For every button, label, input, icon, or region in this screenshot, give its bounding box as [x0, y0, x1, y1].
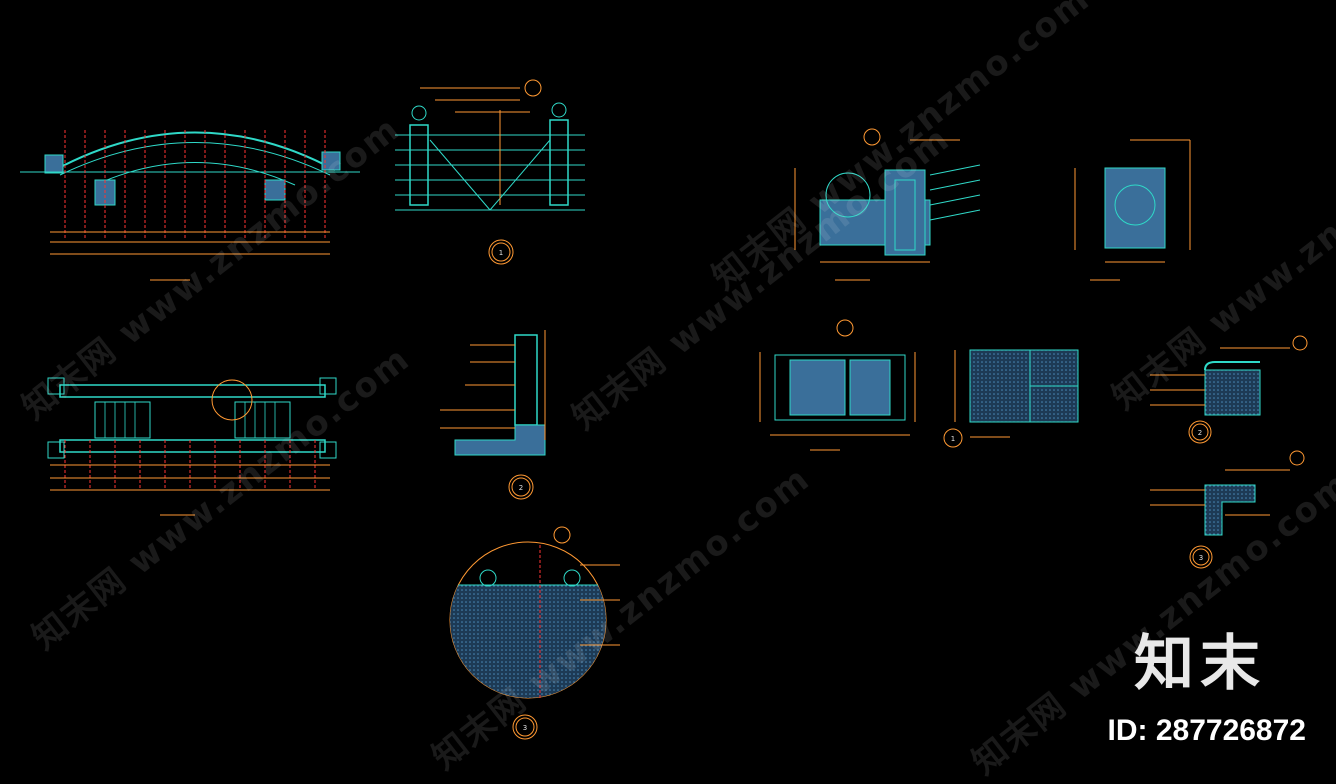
- railing-detail: 1: [395, 79, 585, 265]
- brand-logo-text: 知末: [1134, 629, 1266, 699]
- corner-details: 2 3: [1150, 335, 1308, 569]
- detail-number-3b: 3: [1199, 554, 1203, 562]
- section-detail-2: 2: [440, 330, 546, 500]
- detail-number-1: 1: [499, 249, 503, 257]
- detail-number-2: 2: [519, 484, 523, 492]
- detail-number-3: 3: [523, 724, 527, 732]
- detail-number-1b: 1: [951, 435, 955, 443]
- plan-details: 1: [759, 319, 1079, 451]
- image-id-label: ID: 287726872: [1107, 714, 1307, 747]
- enlarged-detail-3: 3: [449, 526, 620, 740]
- wall-elevation: [794, 128, 1191, 281]
- detail-number-2b: 2: [1198, 429, 1202, 437]
- bridge-elevation: [20, 130, 360, 281]
- bridge-plan: [47, 377, 337, 516]
